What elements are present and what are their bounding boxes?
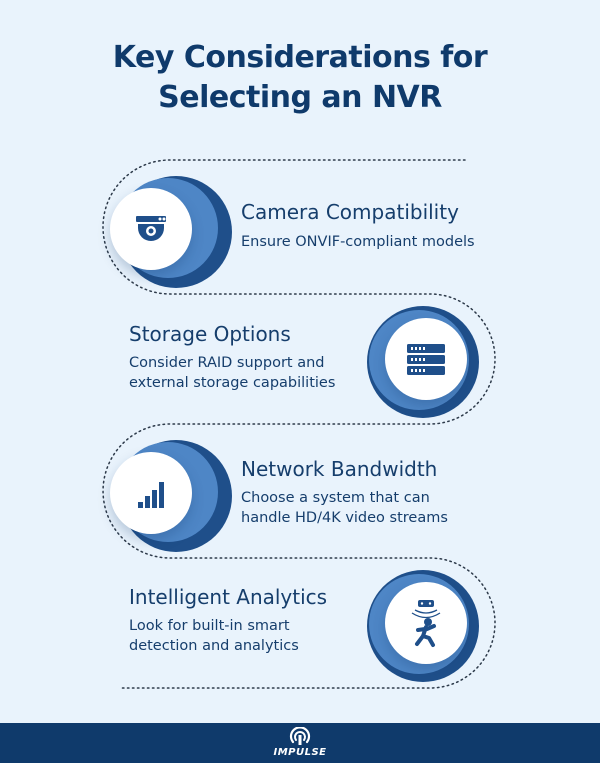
item-heading-analytics: Intelligent Analytics [129,585,328,609]
network-bandwidth-badge [110,438,232,558]
storage-server-icon [407,344,445,375]
storage-options-badge [367,306,487,426]
item-desc-network: Choose a system that can handle HD/4K vi… [241,490,448,526]
page-title: Key Considerations for Selecting an NVR [0,38,600,118]
logo-text: IMPULSE [273,747,327,758]
impulse-logo: IMPULSE [270,726,330,761]
dome-camera-icon [136,216,166,241]
item-desc-camera: Ensure ONVIF-compliant models [241,234,475,250]
item-desc-storage: Consider RAID support and external stora… [129,355,336,391]
motion-detection-icon [411,600,441,647]
item-heading-network: Network Bandwidth [241,457,438,481]
intelligent-analytics-badge [367,570,487,690]
item-heading-camera: Camera Compatibility [241,200,459,224]
item-desc-analytics: Look for built-in smart detection and an… [129,618,299,654]
title-line-1: Key Considerations for [112,40,488,75]
title-line-2: Selecting an NVR [158,80,442,115]
logo-mark-icon [289,726,311,745]
footer-bar: IMPULSE [0,723,600,763]
camera-compatibility-badge [110,174,232,294]
item-heading-storage: Storage Options [129,322,291,346]
signal-bars-icon [138,482,164,508]
